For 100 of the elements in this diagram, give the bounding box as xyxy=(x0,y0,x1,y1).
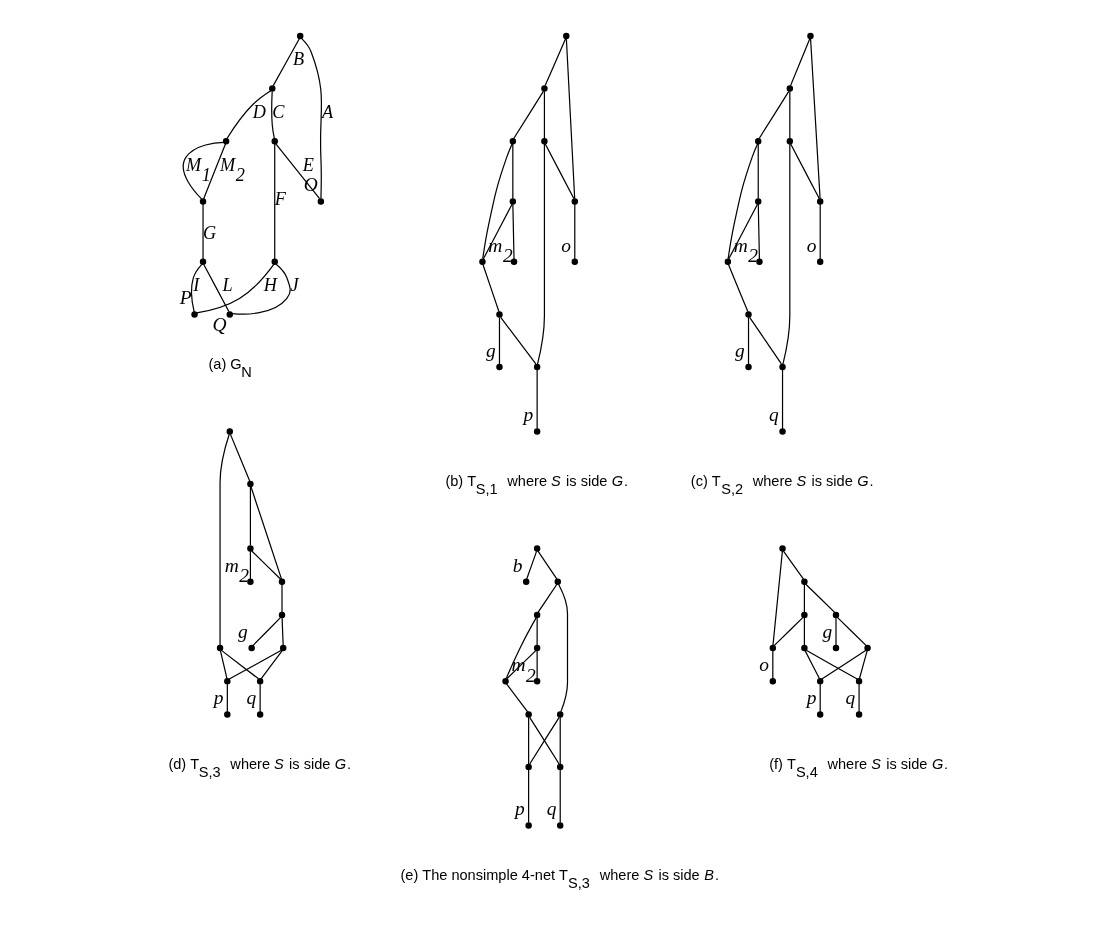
node-dot xyxy=(296,32,303,39)
node-dot xyxy=(271,258,278,265)
connector xyxy=(482,203,513,260)
node-dot xyxy=(800,611,808,618)
connector xyxy=(536,649,538,679)
node-dot xyxy=(554,577,561,585)
connector xyxy=(202,263,229,312)
connector xyxy=(536,583,557,613)
connector xyxy=(789,142,820,199)
connector xyxy=(511,142,513,199)
connector xyxy=(544,37,566,86)
connector xyxy=(748,316,782,365)
connector xyxy=(573,203,575,260)
connector xyxy=(249,550,251,580)
connector xyxy=(565,37,575,199)
node-dot xyxy=(478,258,486,265)
node-dot xyxy=(524,710,532,718)
connector xyxy=(536,368,538,429)
node-label: o xyxy=(758,653,769,675)
connector xyxy=(527,716,529,765)
node-dot xyxy=(199,197,206,205)
node-dot xyxy=(509,137,516,144)
node-label: q xyxy=(845,686,855,708)
connector xyxy=(231,263,291,315)
node-dot xyxy=(222,137,229,144)
node-dot xyxy=(800,577,808,585)
connector xyxy=(300,37,322,199)
connector xyxy=(201,203,204,260)
edge-label: I xyxy=(192,274,199,295)
connector xyxy=(219,649,228,679)
connector xyxy=(528,716,560,765)
node-label: q xyxy=(246,686,256,708)
node-dot xyxy=(786,137,793,144)
node-dot xyxy=(533,427,540,435)
node-dot xyxy=(533,644,540,651)
connector xyxy=(782,549,804,580)
node-label: p xyxy=(523,403,533,425)
node-dot xyxy=(778,363,786,370)
node-label: b xyxy=(512,554,522,576)
connector xyxy=(499,316,536,365)
connector xyxy=(249,485,282,580)
node-dot xyxy=(278,577,285,585)
node-dot xyxy=(256,710,263,718)
node-dot xyxy=(268,84,275,92)
connector xyxy=(202,142,226,199)
node-dot xyxy=(571,197,578,205)
connector xyxy=(789,37,810,86)
node-dot xyxy=(495,310,503,318)
node-label: o xyxy=(560,234,571,256)
connector xyxy=(273,142,275,260)
node-dot xyxy=(540,137,548,144)
connector xyxy=(781,368,783,429)
connector xyxy=(498,316,500,365)
node-dot xyxy=(769,644,776,651)
node-label: g xyxy=(821,620,832,642)
node-label: g xyxy=(734,339,745,361)
node-dot xyxy=(223,677,231,684)
node-dot xyxy=(533,544,540,552)
connector xyxy=(857,683,860,712)
node-dot xyxy=(832,644,839,651)
connector xyxy=(536,549,558,580)
node-dot xyxy=(863,644,871,651)
node-dot xyxy=(540,84,548,92)
node-label: q xyxy=(768,403,779,425)
connector xyxy=(250,549,281,580)
connector xyxy=(249,485,251,546)
node-dot xyxy=(246,544,254,552)
connector xyxy=(270,90,275,139)
node-dot xyxy=(562,32,569,39)
connector xyxy=(280,616,284,646)
edge-label: C xyxy=(271,101,284,122)
node-label: P xyxy=(179,286,192,308)
node-dot xyxy=(199,258,206,265)
connector xyxy=(280,583,283,613)
connector xyxy=(220,649,259,679)
connector xyxy=(727,142,758,259)
connector xyxy=(505,616,537,679)
node-dot xyxy=(533,363,540,370)
connector xyxy=(819,203,821,260)
node-dot xyxy=(571,258,578,265)
connector xyxy=(809,37,821,199)
node-dot xyxy=(778,427,786,435)
edge-label: D xyxy=(252,101,266,122)
connector xyxy=(858,649,868,679)
connector xyxy=(559,768,561,823)
node-dot xyxy=(724,258,731,265)
connector xyxy=(773,616,804,646)
connector xyxy=(788,90,790,139)
connector xyxy=(190,263,202,312)
node-dot xyxy=(778,544,786,552)
connector xyxy=(805,649,858,680)
edge-label: L xyxy=(221,274,233,295)
connector xyxy=(525,550,537,580)
node-dot xyxy=(216,644,223,651)
connector xyxy=(225,89,271,139)
node-dot xyxy=(256,677,263,684)
connector xyxy=(757,203,760,260)
node-dot xyxy=(786,84,793,92)
connector xyxy=(747,316,749,365)
node-dot xyxy=(271,137,278,144)
